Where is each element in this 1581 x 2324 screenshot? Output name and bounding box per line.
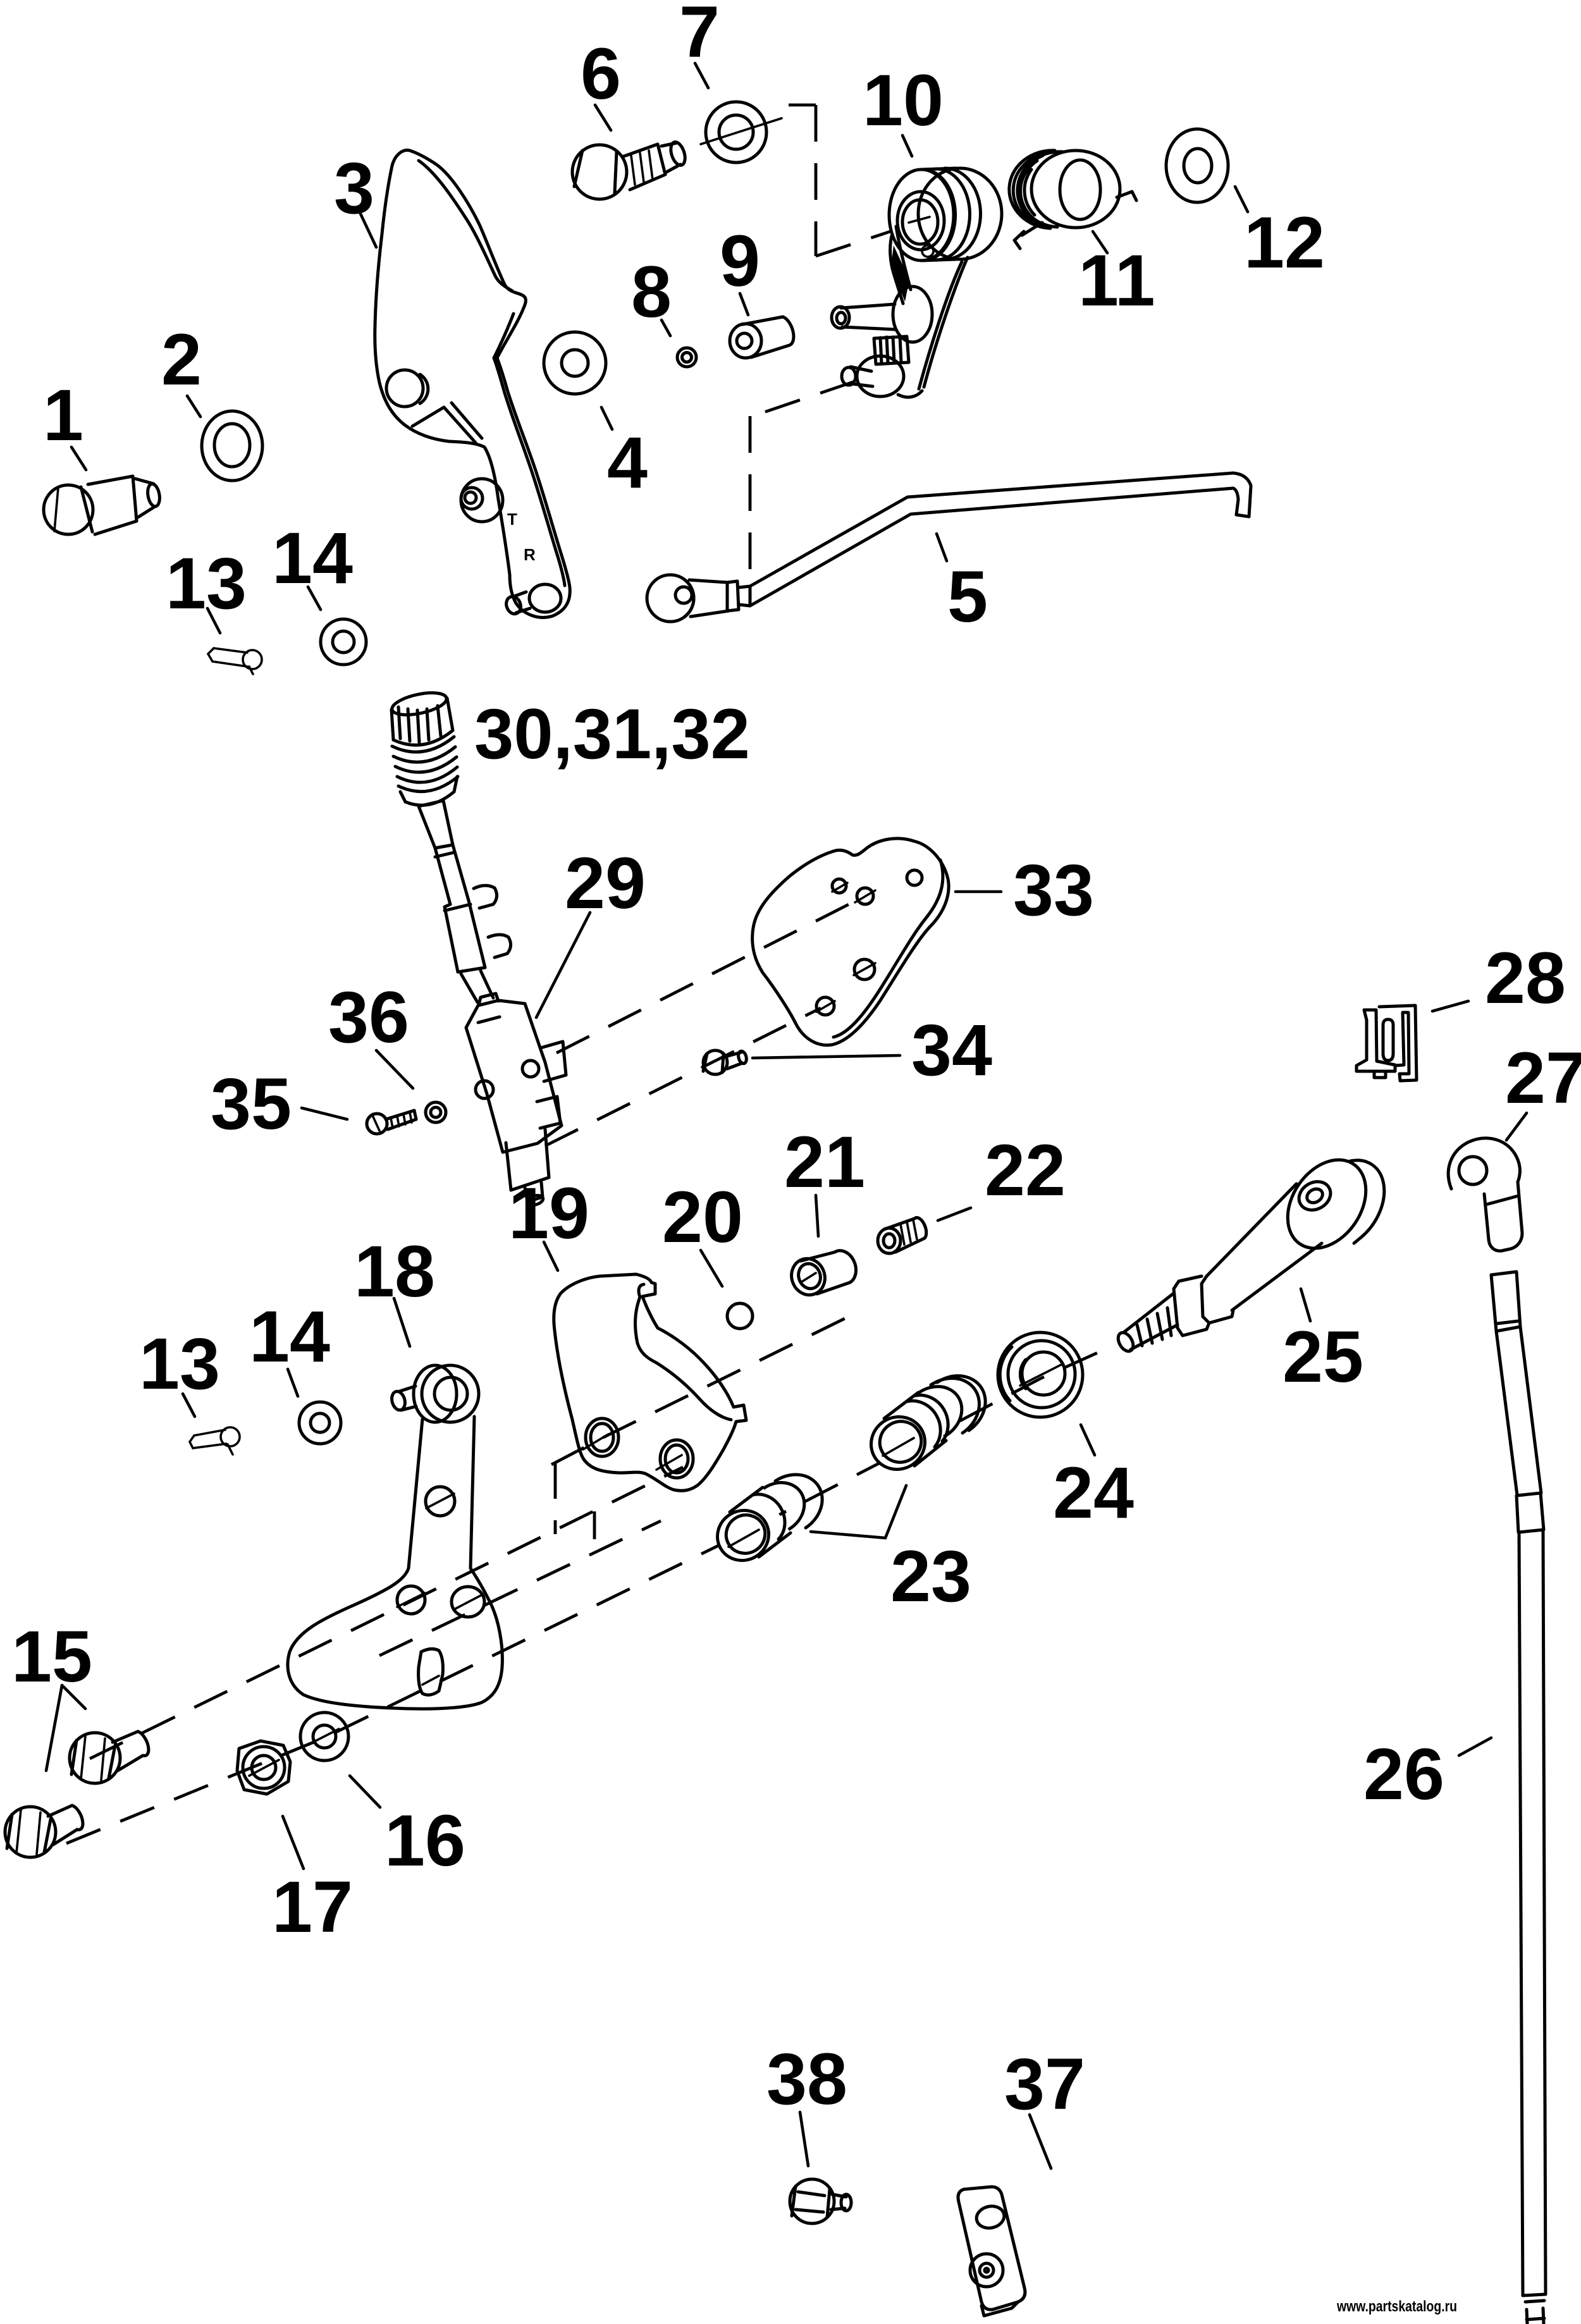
svg-text:1: 1: [43, 375, 83, 456]
svg-text:7: 7: [679, 0, 720, 73]
svg-text:17: 17: [272, 1867, 353, 1948]
svg-text:37: 37: [1004, 2044, 1085, 2125]
svg-text:4: 4: [607, 422, 648, 503]
svg-text:8: 8: [631, 252, 672, 333]
svg-text:14: 14: [249, 1296, 330, 1377]
svg-text:14: 14: [272, 518, 353, 599]
svg-text:36: 36: [328, 977, 409, 1058]
svg-text:11: 11: [1078, 240, 1155, 321]
svg-text:29: 29: [565, 843, 646, 924]
svg-text:21: 21: [784, 1122, 865, 1203]
svg-text:30,31,32: 30,31,32: [474, 694, 750, 773]
svg-text:35: 35: [211, 1064, 292, 1145]
svg-text:38: 38: [766, 2039, 847, 2120]
svg-text:T: T: [507, 510, 517, 529]
svg-text:5: 5: [947, 556, 988, 637]
svg-text:28: 28: [1485, 938, 1566, 1019]
svg-text:15: 15: [11, 1616, 92, 1697]
svg-text:16: 16: [384, 1800, 465, 1881]
svg-text:3: 3: [334, 148, 374, 229]
svg-text:23: 23: [890, 1536, 971, 1617]
svg-text:24: 24: [1053, 1453, 1134, 1534]
svg-text:2: 2: [161, 319, 202, 400]
svg-text:9: 9: [720, 221, 760, 302]
svg-text:R: R: [524, 545, 536, 564]
svg-text:25: 25: [1283, 1317, 1363, 1398]
svg-text:www.partskatalog.ru: www.partskatalog.ru: [1336, 2298, 1457, 2315]
svg-text:10: 10: [863, 60, 944, 141]
svg-text:13: 13: [139, 1324, 220, 1405]
svg-text:18: 18: [354, 1231, 435, 1312]
svg-text:27: 27: [1505, 1038, 1581, 1119]
svg-text:26: 26: [1363, 1734, 1444, 1815]
svg-text:6: 6: [581, 34, 621, 114]
svg-text:22: 22: [985, 1130, 1066, 1211]
svg-text:33: 33: [1013, 850, 1094, 931]
svg-text:12: 12: [1244, 202, 1325, 283]
svg-text:20: 20: [662, 1177, 743, 1258]
svg-text:13: 13: [166, 543, 247, 624]
svg-text:19: 19: [508, 1173, 589, 1254]
svg-text:34: 34: [911, 1010, 992, 1091]
